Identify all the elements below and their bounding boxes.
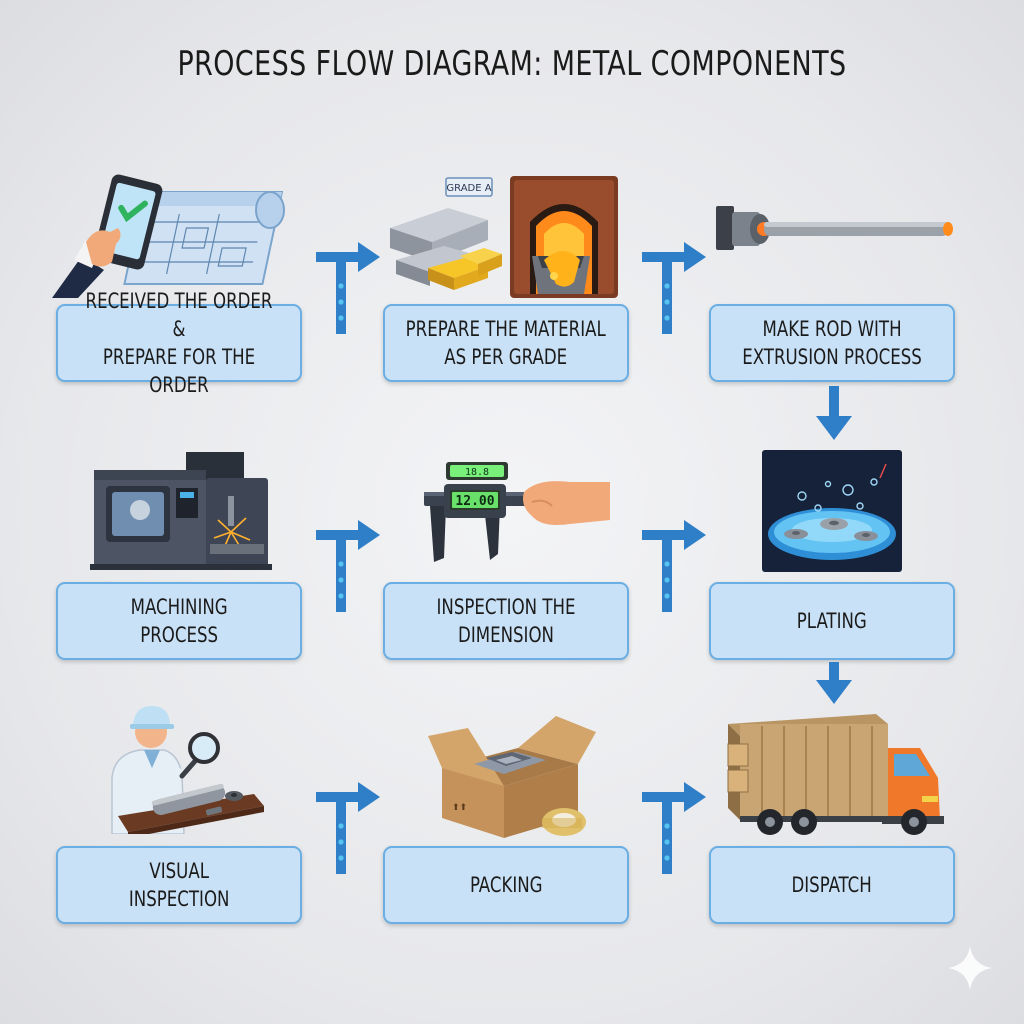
step-label: PREPARE THE MATERIAL AS PER GRADE xyxy=(405,317,607,369)
step-box-packing: PACKING xyxy=(383,846,629,924)
step-label: RECEIVED THE ORDER & PREPARE FOR THE ORD… xyxy=(85,289,273,397)
step-label: INSPECTION THE DIMENSION xyxy=(436,595,576,647)
step-label: MACHINING PROCESS xyxy=(130,595,228,647)
metal-ingots-furnace-icon: GRADE A xyxy=(390,176,618,298)
svg-text:⬆⬆: ⬆⬆ xyxy=(452,803,467,813)
step-label: VISUAL INSPECTION xyxy=(128,859,230,911)
caliper-readout: 12.00 xyxy=(455,494,494,509)
flow-arrow-4-5 xyxy=(316,520,380,612)
cnc-machine-icon xyxy=(90,452,272,570)
step-box-inspection-dimension: INSPECTION THE DIMENSION xyxy=(383,582,629,660)
step-box-visual-inspection: VISUAL INSPECTION xyxy=(56,846,302,924)
inspector-magnifier-icon xyxy=(111,706,264,834)
step-box-extrusion: MAKE ROD WITH EXTRUSION PROCESS xyxy=(709,304,955,382)
step-label: MAKE ROD WITH EXTRUSION PROCESS xyxy=(742,317,922,369)
cardboard-box-icon: ⬆⬆ xyxy=(428,716,596,838)
flow-arrow-6-9 xyxy=(816,662,852,704)
step-box-prepare-material: PREPARE THE MATERIAL AS PER GRADE xyxy=(383,304,629,382)
flow-arrow-8-9 xyxy=(642,782,706,874)
flow-arrow-5-6 xyxy=(642,520,706,612)
truck-icon xyxy=(727,714,944,835)
step-label: PLATING xyxy=(796,609,868,633)
extruded-rod-icon xyxy=(716,206,953,250)
flow-arrow-1-2 xyxy=(316,242,380,334)
flow-arrow-3-6 xyxy=(816,386,852,440)
step-box-plating: PLATING xyxy=(709,582,955,660)
step-label: DISPATCH xyxy=(791,873,873,897)
grade-tag: GRADE A xyxy=(446,183,491,194)
plating-bath-icon xyxy=(762,450,902,572)
step-box-received-order: RECEIVED THE ORDER & PREPARE FOR THE ORD… xyxy=(56,289,302,397)
step-box-dispatch: DISPATCH xyxy=(709,846,955,924)
step-box-machining: MACHINING PROCESS xyxy=(56,582,302,660)
step-label: PACKING xyxy=(469,873,543,897)
page-title: PROCESS FLOW DIAGRAM: METAL COMPONENTS xyxy=(177,44,847,84)
caliper-icon: 18.8 12.00 xyxy=(424,462,610,562)
caliper-top-readout: 18.8 xyxy=(465,467,489,478)
flow-arrow-2-3 xyxy=(642,242,706,334)
order-tablet-blueprint-icon xyxy=(52,174,285,298)
flow-arrow-7-8 xyxy=(316,782,380,874)
sparkle-icon xyxy=(948,946,992,990)
